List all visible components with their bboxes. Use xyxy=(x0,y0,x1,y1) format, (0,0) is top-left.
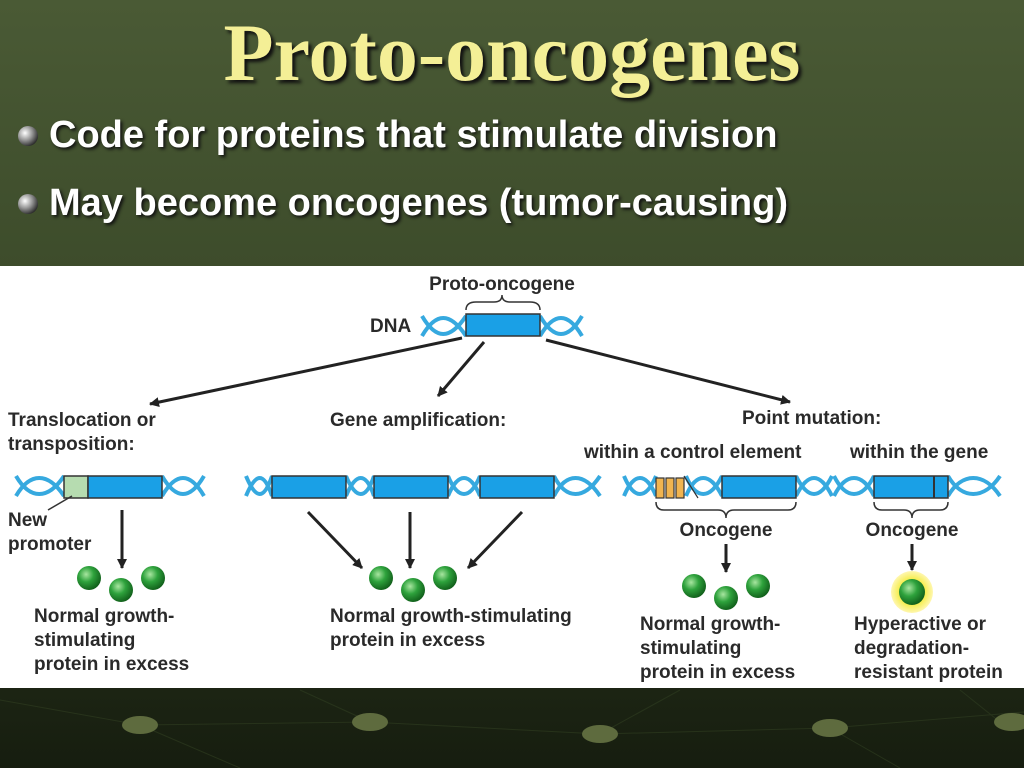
hyperactive-protein xyxy=(891,571,933,613)
proto-oncogene-diagram: Proto-oncogene DNA Translocation or tran… xyxy=(8,274,1003,683)
oncogene-label-left: Oncogene xyxy=(680,520,773,541)
dna-helix-control-element xyxy=(622,475,834,497)
oncogene-brace-left xyxy=(655,501,797,519)
mutated-control-element xyxy=(655,475,699,499)
oncogene-label-right: Oncogene xyxy=(866,520,959,541)
mutated-gene-box xyxy=(873,475,949,499)
dna-helix-translocation xyxy=(14,474,206,498)
amplification-result-line2: protein in excess xyxy=(330,630,485,651)
control-element-result-line1: Normal growth- xyxy=(640,614,780,635)
background-nodes xyxy=(122,713,1024,743)
translocation-result-line1: Normal growth- xyxy=(34,606,174,627)
bullet-item: Code for proteins that stimulate divisio… xyxy=(16,114,777,157)
protein-ball xyxy=(109,578,133,602)
within-gene-result-line3: resistant protein xyxy=(854,662,1003,683)
control-element-label: within a control element xyxy=(583,442,802,463)
dna-label: DNA xyxy=(370,316,411,337)
branch-arrow-middle xyxy=(436,341,486,397)
control-element-gene-box xyxy=(721,475,797,499)
bullet-text: May become oncogenes (tumor-causing) xyxy=(49,182,789,224)
amplified-gene-box xyxy=(271,475,347,499)
control-element-result-line2: stimulating xyxy=(640,638,741,659)
dna-helix-amplification xyxy=(244,474,602,498)
proto-oncogene-gene-box xyxy=(465,313,541,337)
protein-cluster-translocation xyxy=(77,566,165,602)
amplification-arrow-left xyxy=(306,510,364,570)
protein-ball xyxy=(433,566,457,590)
diagram-panel: Proto-oncogene DNA Translocation or tran… xyxy=(0,266,1024,688)
amplified-gene-box xyxy=(373,475,449,499)
amplified-gene-box xyxy=(479,475,555,499)
new-promoter-pointer xyxy=(47,495,73,511)
protein-ball xyxy=(141,566,165,590)
translocation-result-line3: protein in excess xyxy=(34,654,189,675)
dna-helix-top xyxy=(420,314,584,338)
point-mutation-heading: Point mutation: xyxy=(742,408,881,429)
translocation-heading-line1: Translocation or xyxy=(8,410,156,431)
protein-ball xyxy=(899,579,925,605)
bullet-sphere-icon xyxy=(18,125,38,146)
protein-ball xyxy=(746,574,770,598)
protein-cluster-control-element xyxy=(682,574,770,610)
new-promoter-box xyxy=(63,475,89,499)
within-gene-result-line2: degradation- xyxy=(854,638,969,659)
within-gene-result-line1: Hyperactive or xyxy=(854,614,987,635)
protein-ball xyxy=(77,566,101,590)
new-promoter-label-line1: New xyxy=(8,510,47,531)
new-promoter-label-line2: promoter xyxy=(8,534,92,555)
oncogene-brace-right xyxy=(873,501,949,519)
branch-arrow-left xyxy=(149,336,463,408)
proto-oncogene-label: Proto-oncogene xyxy=(429,274,575,295)
translocated-gene-box xyxy=(87,475,163,499)
control-element-result-line3: protein in excess xyxy=(640,662,795,683)
bullet-text: Code for proteins that stimulate divisio… xyxy=(49,114,778,156)
translocation-result-line2: stimulating xyxy=(34,630,135,651)
amplification-heading: Gene amplification: xyxy=(330,410,506,431)
protein-ball xyxy=(682,574,706,598)
slide-title: Proto-oncogenes xyxy=(223,7,801,98)
within-gene-label: within the gene xyxy=(849,442,988,463)
protein-cluster-amplification xyxy=(369,566,457,602)
proto-oncogene-brace xyxy=(465,294,541,311)
translocation-heading-line2: transposition: xyxy=(8,434,135,455)
bullet-sphere-icon xyxy=(18,193,38,214)
amplification-arrow-right xyxy=(466,510,524,570)
dna-helix-within-gene xyxy=(832,474,1002,498)
protein-ball xyxy=(714,586,738,610)
amplification-result-line1: Normal growth-stimulating xyxy=(330,606,572,627)
protein-ball xyxy=(401,578,425,602)
protein-ball xyxy=(369,566,393,590)
branch-arrow-right xyxy=(545,338,791,405)
bullet-item: May become oncogenes (tumor-causing) xyxy=(16,182,788,225)
